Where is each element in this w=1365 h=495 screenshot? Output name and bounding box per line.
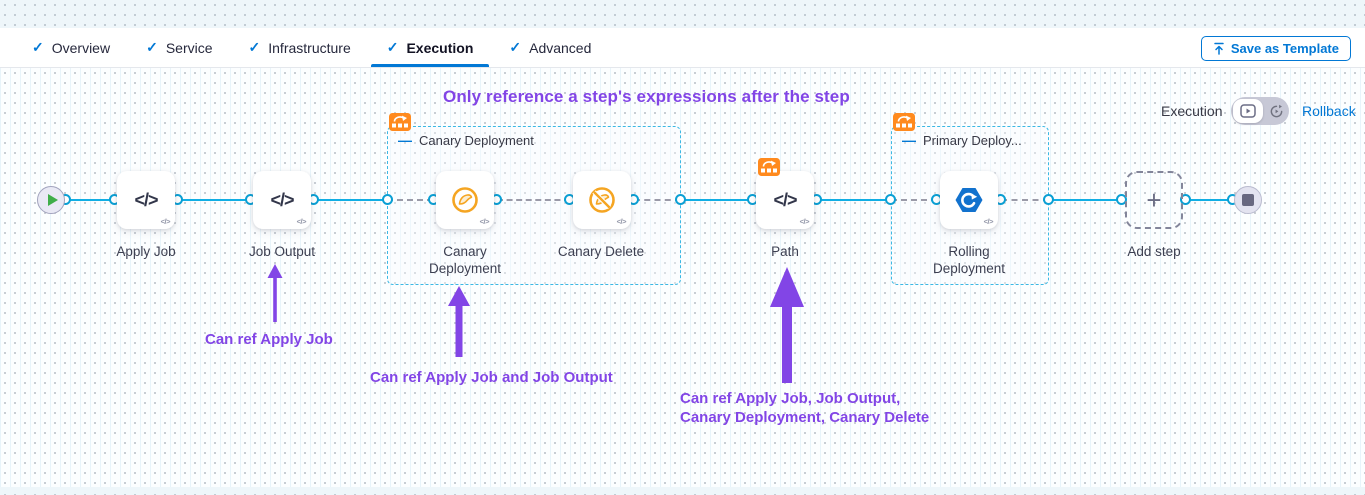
connector-line-dashed (387, 199, 433, 201)
annotation-note-2: Can ref Apply Job and Job Output (370, 369, 613, 386)
add-step-label: Add step (1127, 244, 1181, 259)
step-job-output[interactable]: </> </> (253, 171, 311, 229)
check-icon: ✓ (386, 39, 399, 55)
code-badge-icon: </> (799, 217, 810, 226)
collapse-icon[interactable]: — (902, 132, 916, 148)
connector-line-dashed (891, 199, 937, 201)
rolling-deployment-icon (955, 188, 983, 212)
step-label-canary-deployment: Canary Deployment (428, 244, 502, 276)
rollback-steps-badge-icon (893, 113, 915, 131)
annotation-title: Only reference a step's expressions afte… (443, 87, 850, 106)
rollback-link[interactable]: Rollback (1302, 103, 1356, 119)
connector-line (1186, 199, 1233, 201)
save-as-template-label: Save as Template (1230, 41, 1339, 56)
tab-advanced[interactable]: ✓ Advanced (491, 28, 609, 67)
step-label-job-output: Job Output (248, 244, 316, 259)
annotation-arrow-icon (448, 286, 470, 357)
code-badge-icon: </> (296, 217, 307, 226)
tab-service[interactable]: ✓ Service (128, 28, 230, 67)
code-badge-icon: </> (479, 217, 490, 226)
step-path[interactable]: </> </> (756, 171, 814, 229)
group-canary-label: — Canary Deployment (398, 132, 534, 148)
tab-label: Overview (51, 39, 111, 56)
connector-line-dashed (634, 199, 681, 201)
play-icon (47, 194, 58, 206)
tab-label: Advanced (529, 39, 592, 56)
pipeline-start-node (37, 186, 65, 214)
tab-overview[interactable]: ✓ Overview (14, 28, 128, 67)
connector-port (382, 194, 393, 205)
code-badge-icon: </> (160, 217, 171, 226)
connector-line (1049, 199, 1122, 201)
annotation-note-1: Can ref Apply Job (205, 331, 333, 348)
code-icon: </> (773, 189, 797, 210)
canary-deployment-icon (452, 187, 478, 213)
step-label-rolling-deployment: Rolling Deployment (932, 244, 1006, 276)
rollback-steps-badge-icon (389, 113, 411, 131)
execution-rollback-toggle[interactable] (1231, 97, 1289, 125)
code-icon: </> (270, 189, 294, 210)
execution-mode-label: Execution (1161, 103, 1223, 119)
canary-delete-icon (589, 187, 615, 213)
check-icon: ✓ (509, 39, 522, 55)
code-icon: </> (134, 189, 158, 210)
connector-port (1043, 194, 1054, 205)
stop-icon (1242, 194, 1254, 206)
collapse-icon[interactable]: — (398, 132, 412, 148)
check-icon: ✓ (32, 39, 44, 55)
check-icon: ✓ (248, 39, 261, 55)
annotation-note-3: Can ref Apply Job, Job Output, Canary De… (680, 390, 930, 426)
add-step-button[interactable]: + (1125, 171, 1183, 229)
execution-icon (1240, 104, 1256, 118)
tab-label: Execution (406, 39, 474, 56)
pipeline-end-node (1234, 186, 1262, 214)
step-label-path: Path (771, 244, 799, 259)
connector-line (178, 199, 250, 201)
tab-execution[interactable]: ✓ Execution (369, 28, 492, 67)
tab-label: Infrastructure (268, 39, 351, 56)
plus-icon: + (1146, 184, 1162, 215)
code-badge-icon: </> (983, 217, 994, 226)
connector-port (885, 194, 896, 205)
rollback-icon (1270, 104, 1282, 117)
rollback-toggle-button[interactable] (1263, 104, 1289, 119)
connector-line (681, 199, 753, 201)
step-rolling-deployment[interactable]: </> (940, 171, 998, 229)
connector-line-dashed (497, 199, 570, 201)
tab-label: Service (165, 39, 213, 56)
annotation-arrow-icon (770, 267, 804, 383)
pipeline-canvas[interactable]: Only reference a step's expressions afte… (0, 68, 1365, 487)
annotation-arrow-icon (267, 264, 283, 322)
connector-line (314, 199, 387, 201)
tab-infrastructure[interactable]: ✓ Infrastructure (231, 28, 369, 67)
upload-icon (1214, 42, 1224, 55)
execution-toggle-button[interactable] (1233, 99, 1263, 123)
group-primary-label: — Primary Deploy... (902, 132, 1022, 148)
connector-line (65, 199, 114, 201)
check-icon: ✓ (146, 39, 158, 55)
code-badge-icon: </> (616, 217, 627, 226)
step-apply-job[interactable]: </> </> (117, 171, 175, 229)
step-canary-deployment[interactable]: </> (436, 171, 494, 229)
rollback-steps-badge-icon (758, 158, 780, 176)
connector-line (817, 199, 891, 201)
save-as-template-button[interactable]: Save as Template (1200, 36, 1351, 61)
step-label-apply-job: Apply Job (116, 244, 176, 259)
connector-port (675, 194, 686, 205)
stage-tabbar: ✓ Overview ✓ Service ✓ Infrastructure ✓ … (0, 28, 1365, 68)
connector-line-dashed (1001, 199, 1049, 201)
step-canary-delete[interactable]: </> (573, 171, 631, 229)
step-label-canary-delete: Canary Delete (557, 244, 645, 259)
